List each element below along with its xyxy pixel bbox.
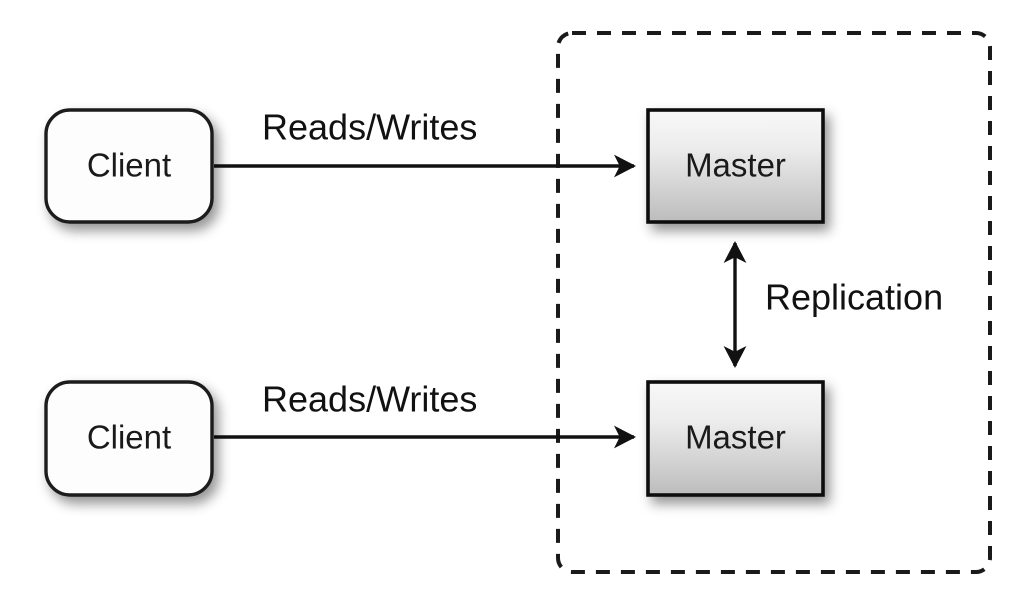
node-client-top-label: Client bbox=[87, 147, 171, 184]
node-client-top[interactable]: Client bbox=[44, 108, 214, 224]
edge-label-replication: Replication bbox=[765, 277, 943, 318]
replication-cluster-boundary bbox=[556, 31, 992, 574]
node-master-top-shape bbox=[646, 108, 825, 224]
node-client-bottom[interactable]: Client bbox=[44, 380, 214, 497]
node-master-bottom-shape bbox=[646, 380, 825, 497]
node-master-bottom[interactable]: Master bbox=[646, 380, 825, 497]
edge-label-reads-writes-bottom: Reads/Writes bbox=[262, 379, 477, 420]
node-client-top-shape bbox=[44, 108, 214, 224]
node-master-top-label: Master bbox=[685, 147, 786, 184]
node-master-bottom-label: Master bbox=[685, 419, 786, 456]
node-client-bottom-shape bbox=[44, 380, 214, 497]
edge-label-reads-writes-top: Reads/Writes bbox=[262, 107, 477, 148]
node-master-top[interactable]: Master bbox=[646, 108, 825, 224]
node-client-bottom-label: Client bbox=[87, 419, 171, 456]
